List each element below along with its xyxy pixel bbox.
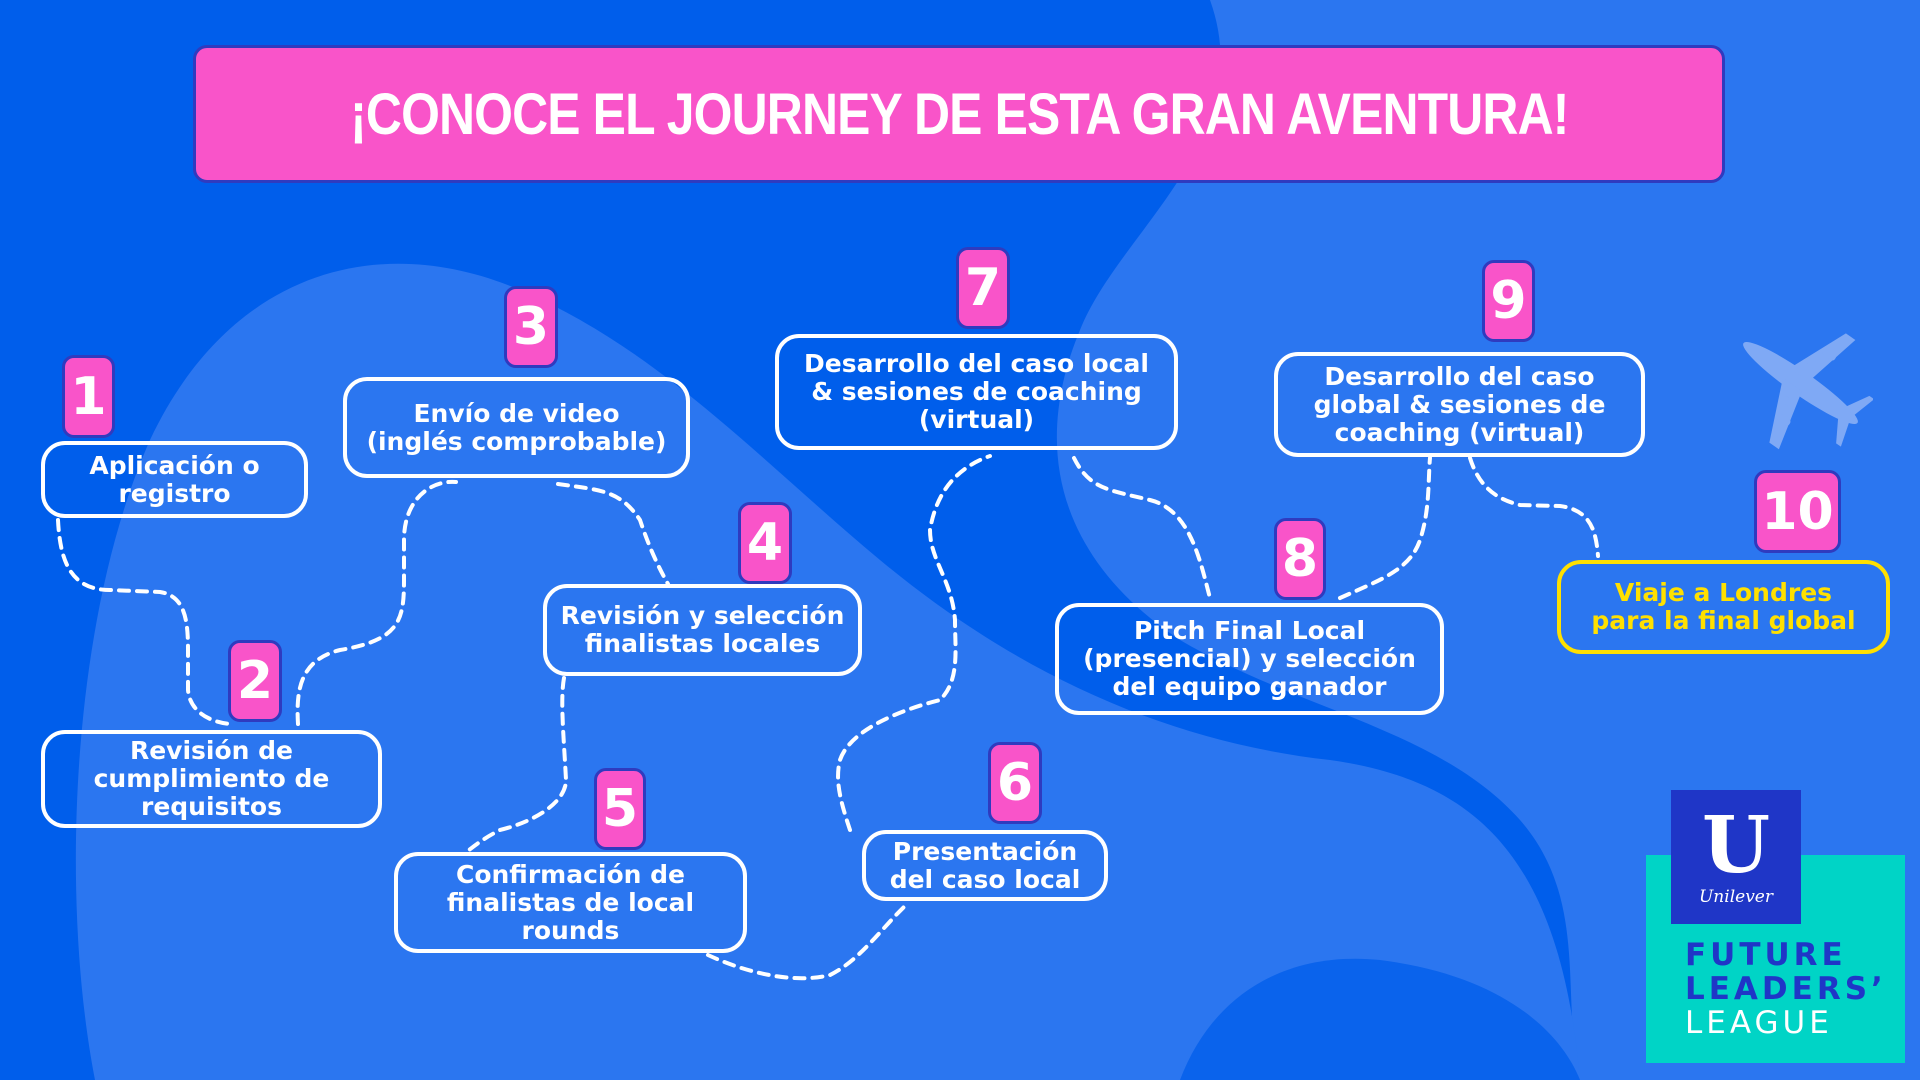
step-4-box: Revisión y selección finalistas locales — [543, 584, 862, 676]
page-title: ¡CONOCE EL JOURNEY DE ESTA GRAN AVENTURA… — [349, 81, 1569, 147]
step-1-box: Aplicación o registro — [41, 441, 308, 518]
step-4-badge: 4 — [738, 502, 792, 584]
step-3-box: Envío de video (inglés comprobable) — [343, 377, 690, 478]
step-1-badge: 1 — [62, 355, 115, 438]
step-8-box: Pitch Final Local (presencial) y selecci… — [1055, 603, 1444, 715]
step-10-badge: 10 — [1754, 470, 1841, 553]
step-9-box: Desarrollo del caso global & sesiones de… — [1274, 352, 1645, 457]
airplane-icon — [1743, 333, 1873, 450]
step-7-box: Desarrollo del caso local & sesiones de … — [775, 334, 1178, 450]
future-leaders-league-text: FUTURE LEADERS’ LEAGUE — [1685, 937, 1887, 1041]
unilever-logo: U Unilever — [1671, 790, 1801, 924]
step-6-badge: 6 — [988, 742, 1042, 824]
step-2-box: Revisión de cumplimiento de requisitos — [41, 730, 382, 828]
step-10-box: Viaje a Londres para la final global — [1557, 560, 1890, 654]
step-2-badge: 2 — [228, 640, 282, 722]
unilever-u-mark: U — [1701, 800, 1771, 891]
step-9-badge: 9 — [1482, 260, 1535, 342]
step-7-badge: 7 — [956, 247, 1010, 329]
step-6-box: Presentación del caso local — [862, 830, 1108, 901]
step-5-box: Confirmación de finalistas de local roun… — [394, 852, 747, 953]
step-3-badge: 3 — [504, 286, 558, 368]
step-5-badge: 5 — [594, 768, 646, 850]
unilever-wordmark: Unilever — [1698, 887, 1773, 907]
step-8-badge: 8 — [1274, 518, 1326, 600]
title-banner: ¡CONOCE EL JOURNEY DE ESTA GRAN AVENTURA… — [193, 45, 1725, 183]
